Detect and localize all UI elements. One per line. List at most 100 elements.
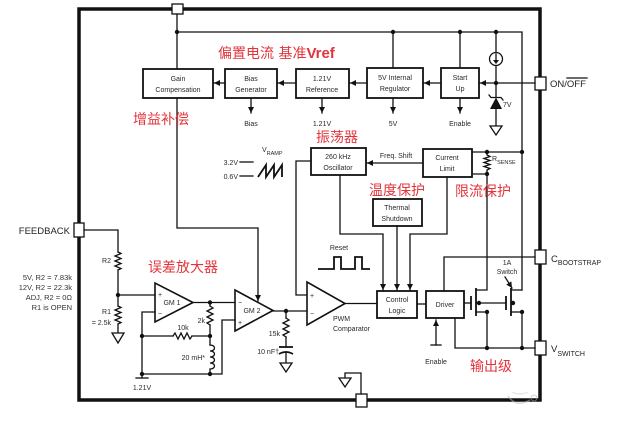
oscillator-block: 260 kHz Oscillator [310,147,367,176]
reference-block: 1.21V Reference [295,68,350,99]
wire-feedback [83,229,119,253]
regulator-block: 5V Internal Regulator [366,67,424,99]
annotation-current-limit: 限流保护 [455,184,511,200]
r1-label: R1 [102,309,111,316]
notes: 5V, R2 = 7.83k 12V, R2 = 22.3k ADJ, R2 =… [19,273,73,312]
inductor-label: 20 mH* [182,355,206,362]
bias-generator-block: Bias Generator [224,68,278,99]
driver-block: Driver [425,290,465,319]
pwm-comparator: + − [306,280,347,327]
ground-pin [355,393,368,408]
rsense-sub: SENSE [497,160,516,166]
wire-oscillator-to-logic [339,174,386,291]
pins [73,3,547,408]
wire-current-limit-to-logic [407,176,448,291]
annotation-bias-reference: 偏置电流 基准Vref [218,45,336,62]
feedback-pin [73,222,85,238]
vramp-high-label: 3.2V [224,160,239,167]
v-switch-sub: SWITCH [557,351,585,358]
annotation-thermal: 温度保护 [369,183,425,199]
current-limit-block: Current Limit [422,148,473,178]
gm1-minus: − [158,311,162,318]
resistor-r1 [113,305,123,325]
switch-pointer-arrow [504,276,513,289]
annotation-output-stage: 输出级 [470,359,512,375]
resistor-r2 [113,251,123,271]
pwm-label: PWM [333,316,350,323]
vramp-low-label: 0.6V [224,174,239,181]
gm2-minus: − [238,300,242,307]
on-off-pin [534,76,547,91]
zener-diode-icon [488,94,504,127]
current-source-icon [488,51,504,67]
wire-ground-pin [344,372,362,395]
annotation-error-amplifier: 误差放大器 [148,260,218,276]
reference-output-label: 1.21V [313,121,332,128]
note-line: R1 is OPEN [32,303,72,312]
switch-label: Switch [497,269,518,276]
feedback-divider [83,229,126,345]
supply-wiring [176,13,536,302]
wire-bootstrap-to-driver [443,256,536,292]
gm1-reference-label: 1.21V [133,385,152,392]
reset-label: Reset [330,245,348,252]
pwm-minus: − [310,311,314,318]
control-wiring [295,151,523,296]
regulator-line1: 5V Internal [378,75,412,82]
current-limit-line1: Current [435,155,458,162]
r2k-label: 2k [198,318,206,325]
gm1-plus: + [158,292,162,299]
v-switch-main: V [551,344,558,355]
resistor-10k [172,331,193,341]
gain-compensation-block: Gain Compensation [142,68,214,99]
feedback-pin-label: FEEDBACK [19,226,71,237]
reset-pulse-waveform-icon [318,256,370,270]
r10k-label: 10k [177,325,189,332]
v-switch-label: VSWITCH [551,344,585,358]
wire-gm1-inverting [141,311,156,375]
ground-icon [488,125,504,137]
vramp-main: V [262,147,267,154]
sawtooth-waveform-icon [257,162,283,180]
r2-label: R2 [102,258,111,265]
zener-voltage-label: 7V [503,102,512,109]
gm1-label: GM 1 [163,300,180,307]
5v-output-label: 5V [389,121,398,128]
output-wiring [443,256,536,349]
v-switch-pin [534,340,547,356]
error-amp-wiring [117,294,362,395]
r1-value: = 2.5k [92,320,112,327]
thermal-shutdown-block: Thermal Shutdown [372,198,423,227]
off-label: OFF [567,79,586,90]
ground-icon [337,377,353,389]
chip-outline [77,7,542,402]
gain-compensation-line2: Compensation [155,87,200,94]
start-up-line1: Start [453,75,468,82]
resistor-2k [205,305,215,326]
rsense-main: R [492,156,497,163]
pwm-plus: + [310,293,314,300]
vramp-label: VRAMP [262,147,283,157]
annotation-oscillator: 振荡器 [316,130,358,146]
ground-icon [110,332,126,345]
current-limit-line2: Limit [440,166,455,173]
thermal-shutdown-line1: Thermal [384,205,410,212]
wire-rsense-to-switch [475,173,488,291]
on-label: ON/ [550,79,567,90]
gm1-amplifier: + − GM 1 [154,281,195,324]
note-line: 5V, R2 = 7.83k [23,273,72,282]
enable-output-label: Enable [449,121,471,128]
vramp-sub: RAMP [267,151,283,157]
annotation-gain-compensation: 增益补偿 [133,112,189,128]
control-logic-line1: Control [386,297,409,304]
c-bootstrap-pin [534,249,547,265]
rsense-label: RSENSE [492,156,516,166]
note-line: ADJ, R2 = 0Ω [26,293,73,302]
driver-label: Driver [436,302,455,309]
reference-line1: 1.21V [313,76,332,83]
gm2-label: GM 2 [243,308,260,315]
gm2-amplifier: − + GM 2 [234,288,275,333]
capacitor-label: 10 nF† [257,349,279,356]
regulator-line2: Regulator [380,86,411,93]
annotation-bias-reference-text: 偏置电流 基准 [218,45,306,62]
